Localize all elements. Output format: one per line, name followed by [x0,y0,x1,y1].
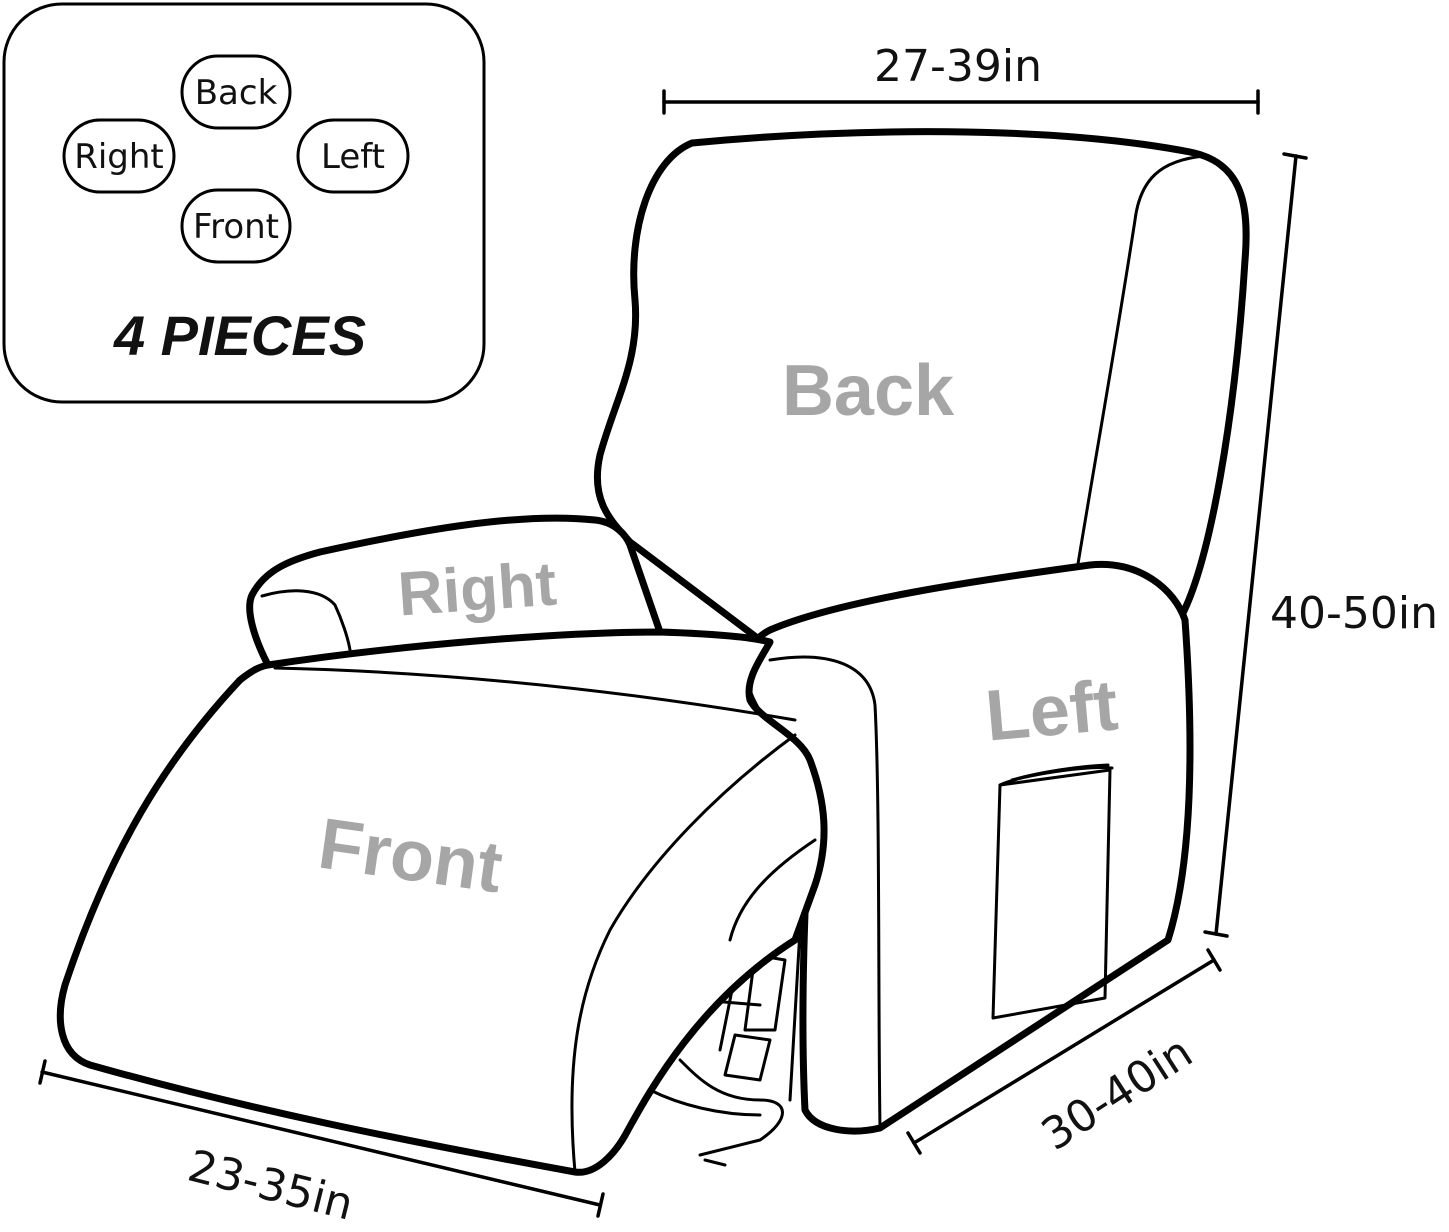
front-piece [56,628,828,1176]
dimension-footrest-label: 23-35in [183,1141,358,1231]
part-label-back: Back [782,351,955,431]
legend-pill-left-label: Left [321,137,385,177]
legend-pill-back-label: Back [195,73,278,113]
legend-pill-left: Left [296,118,410,194]
dimension-depth-label: 30-40in [1033,1027,1202,1161]
legend-pill-front: Front [180,188,292,264]
back-piece [593,128,1250,644]
legend-pill-right: Right [62,118,176,194]
right-arm-piece [246,514,664,669]
dimension-height: 40-50in [1203,152,1438,938]
recliner-chair: Back Right Left Front [56,128,1250,1176]
dimension-width: 27-39in [662,41,1260,115]
dimension-width-label: 27-39in [874,41,1042,92]
legend-pill-front-label: Front [193,207,279,247]
legend-pill-back: Back [180,54,292,130]
left-arm-piece [742,560,1194,1135]
pieces-count-label: 4 PIECES [113,304,366,367]
part-label-left: Left [982,665,1120,756]
part-label-right: Right [396,550,559,630]
dimension-height-label: 40-50in [1270,588,1438,639]
pieces-legend: Back Right Left Front 4 PIECES [2,2,486,404]
side-pocket [991,763,1114,1020]
legend-pill-right-label: Right [74,137,164,177]
